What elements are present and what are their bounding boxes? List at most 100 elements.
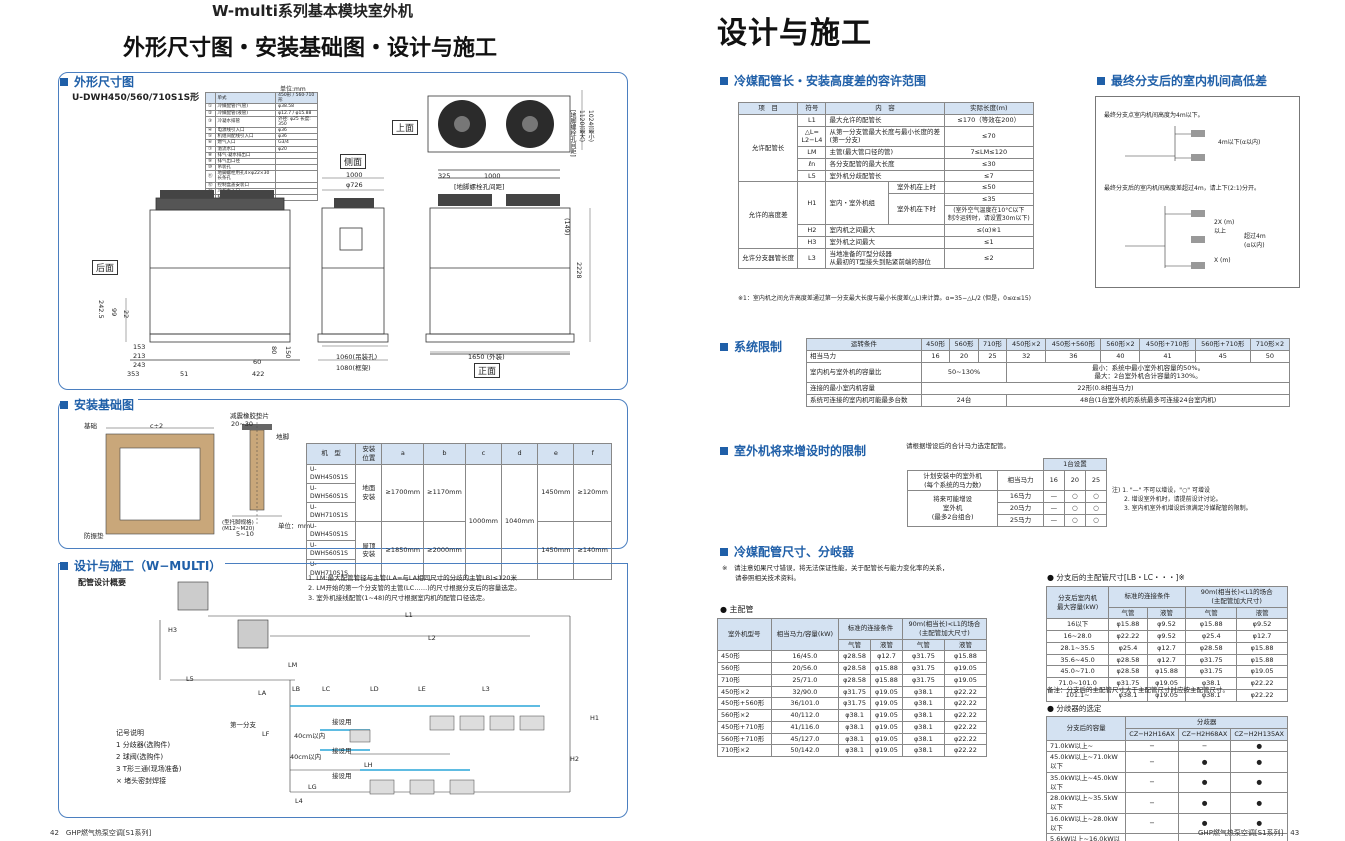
table-cell: 允许的高度差	[737, 181, 799, 249]
table-cell: 主管(最大管口径的管)	[825, 146, 945, 159]
table-cell: φ38.1	[901, 697, 945, 711]
table-cell: 分支后的容量	[1045, 716, 1127, 741]
table-cell: −	[1177, 739, 1232, 753]
table-cell: φ19.05	[870, 744, 903, 758]
table-row: 71.0kW以上~−−●	[1045, 739, 1288, 753]
table-cell: 系统可连接的室内机可能最多台数	[806, 393, 922, 407]
pipe-lm: LM	[288, 661, 298, 669]
table-cell: φ31.75	[1185, 665, 1238, 679]
table-cell: 当地准备的T型分歧器 从最初的T型接头到贴紧前端的部位	[825, 247, 945, 270]
table-cell: φ9.52	[1236, 618, 1288, 632]
branch-note: 备注：分支后的主配管尺寸大于主配管尺寸时应按主配管尺寸。	[1047, 686, 1229, 694]
design-note-2: 2. LM开始的第一个分支管的主管(LC……)的尺寸根据分支后的容量选定。	[308, 583, 521, 592]
table-cell: 50	[1249, 349, 1291, 363]
dim-1060: 1060(吊装孔)	[336, 353, 378, 361]
fnd-base-label: 基础	[84, 422, 97, 430]
table-cell: ●	[1125, 833, 1179, 841]
table-cell: 35.6~45.0	[1045, 653, 1110, 667]
table-cell: 最小：系统中最小室外机容量的50%。 最大：2台室外机合计容量的130%。	[1006, 361, 1290, 384]
table-cell: 450形×2	[1006, 338, 1047, 351]
table-cell: 450形 / 560·710形	[275, 91, 318, 105]
table-cell: ○	[1084, 490, 1108, 504]
table-cell: ●	[1177, 771, 1232, 794]
table-cell: ≥140mm	[573, 521, 612, 580]
table-cell: f	[573, 443, 612, 465]
pipe-le: LE	[418, 685, 426, 693]
table-cell: ≤50	[943, 181, 1035, 195]
table-cell: LM	[797, 146, 827, 159]
table-cell: 40/112.0	[770, 709, 840, 722]
table-cell: −	[1125, 792, 1179, 814]
table-cell: 25马力	[997, 513, 1044, 527]
pipe-h2: H2	[570, 755, 580, 763]
table-cell: 屋顶安装	[355, 521, 383, 580]
table-cell: 室外机型号	[717, 617, 772, 652]
table-cell: (室外空气温度在10°C以下 制冷运转时，请设置30m以下)	[943, 204, 1035, 226]
table-cell: 25	[1084, 469, 1108, 492]
table-cell: 24台	[920, 393, 1008, 407]
dim-150: 150	[284, 346, 292, 359]
outline-heading: 外形尺寸图	[60, 73, 134, 90]
table-cell: ○	[1084, 502, 1108, 515]
dim-153: 153	[133, 343, 146, 351]
table-cell: 液管	[870, 638, 903, 652]
table-cell: 560形	[949, 338, 979, 351]
table-cell: 40	[1100, 349, 1141, 363]
table-cell: φ22.22	[1108, 630, 1148, 643]
table-cell: 560形+710形	[717, 732, 772, 746]
table-cell: L1	[797, 113, 827, 127]
table-cell: φ22.22	[943, 720, 988, 734]
table-cell: U-DWH450S1S	[305, 521, 357, 542]
table-cell: φ12.7	[1146, 653, 1187, 667]
table-cell: φ22.22	[943, 685, 988, 699]
table-cell: ●	[1230, 739, 1288, 753]
table-cell: −	[1125, 751, 1179, 773]
table-cell: φ25.4	[1108, 641, 1148, 655]
system-heading: 系统限制	[720, 338, 782, 355]
dim-422: 422	[252, 370, 265, 378]
table-cell: 450形+710形	[1139, 338, 1196, 351]
table-cell: 25/71.0	[770, 673, 840, 687]
table-cell: 710形×2	[1249, 338, 1291, 351]
table-cell	[275, 157, 318, 166]
pipe-first-branch: 第一分支	[230, 721, 256, 729]
table-cell: c	[464, 443, 503, 465]
table-cell: φ28.58	[838, 650, 872, 664]
table-row: 16.0kW以上~28.0kW以下−●●	[1045, 812, 1288, 835]
table-cell: U-DWH560S1S	[305, 540, 357, 561]
table-cell: 32/90.0	[770, 685, 840, 699]
table-cell: 32	[1006, 349, 1047, 363]
table-cell: 450形	[920, 338, 951, 351]
tee-joint-icon: 3	[116, 764, 121, 773]
table-cell: 50~130%	[920, 361, 1008, 384]
table-cell: φ38.1	[901, 720, 945, 734]
table-cell: G3/4	[275, 139, 318, 147]
design-notes: 1. LM:最大配管管径与主管(LA=与LA相同尺寸的分歧的主管LB)≤120米…	[308, 574, 521, 603]
table-cell: ≤70	[943, 125, 1035, 148]
table-cell: 室外机之间最大	[825, 235, 945, 249]
table-cell: U-DWH450S1S	[305, 463, 357, 484]
table-cell: 1台设置	[1042, 458, 1108, 471]
table-cell: 450形+560形	[717, 697, 772, 711]
dim-149: (149)	[563, 218, 571, 236]
foundation-drawing	[105, 414, 282, 535]
legend-item-cap: × 堵头密封焊接	[116, 776, 167, 785]
table-cell: ≤170（等效在200）	[943, 113, 1035, 127]
table-cell: φ12.7 / φ15.88	[275, 109, 318, 117]
table-cell: φ15.88	[1236, 653, 1288, 667]
table-cell: ≥2000mm	[423, 521, 466, 580]
table-row: 1台设置	[907, 458, 1108, 471]
pipe-la: LA	[258, 689, 267, 697]
